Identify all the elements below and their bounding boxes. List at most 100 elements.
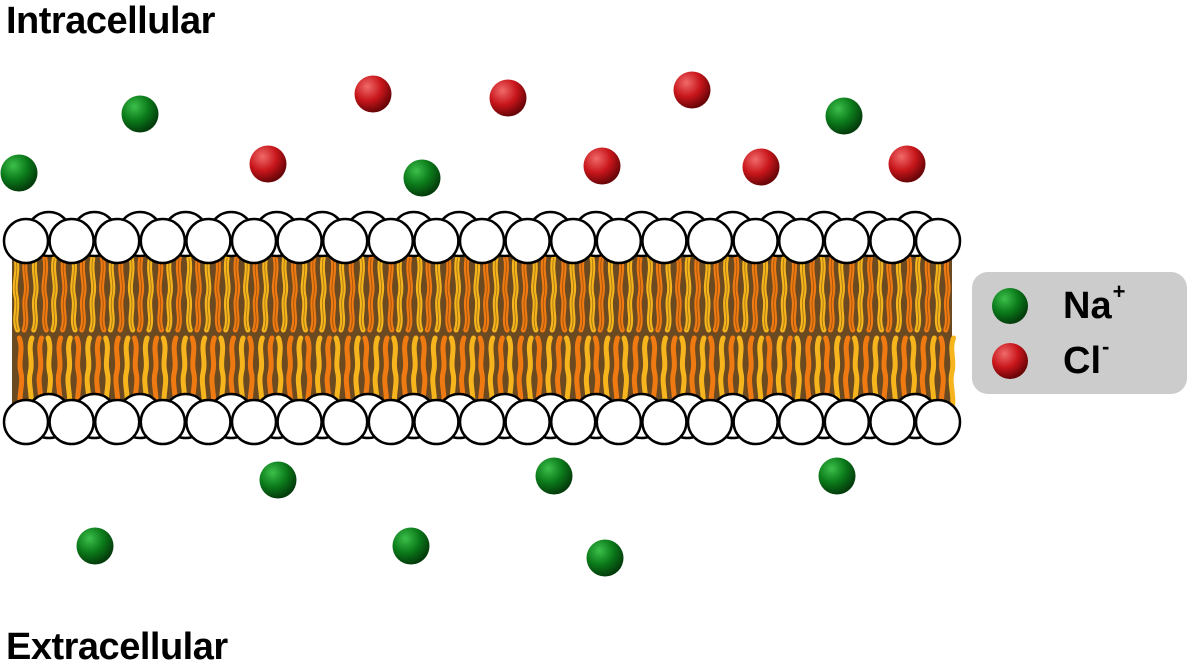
upper-lipid-tail [41, 255, 49, 333]
upper-lipid-tail [607, 255, 615, 333]
lower-lipid-tail [16, 335, 25, 413]
upper-lipid-tail [540, 255, 548, 333]
upper-lipid-tail [905, 255, 913, 333]
tail-outline [436, 257, 440, 331]
tail-outline [782, 257, 786, 331]
tail-outline [263, 257, 267, 331]
lower-lipid-tail [660, 335, 668, 413]
upper-lipid-tail [376, 255, 385, 333]
lower-lipid-tail [477, 335, 485, 413]
upper-lipid-tail [21, 255, 29, 333]
upper-lipid-tail [194, 255, 202, 333]
upper-lipid-tail [243, 255, 251, 333]
tail-outline [350, 257, 354, 331]
lower-lipid-tail [564, 335, 572, 413]
lower-lipid-tail [747, 335, 755, 413]
tail-outline [245, 257, 249, 331]
lower-lipid-tail [151, 335, 160, 413]
upper-lipid-tail [770, 255, 778, 333]
lower-lipid-tail [430, 335, 438, 413]
tail-outline [638, 257, 642, 331]
upper-lipid-tail [136, 255, 145, 333]
upper-lipid-tail [232, 255, 241, 333]
lipid-head [2, 398, 50, 446]
tail-outline [72, 257, 76, 331]
upper-lipid-tail [60, 255, 68, 333]
lipid-head [139, 217, 187, 265]
tail-outline [522, 257, 527, 331]
tail-outline [734, 257, 738, 331]
upper-lipid-tail [358, 255, 366, 333]
chloride-charge: - [1102, 334, 1110, 359]
legend-label-chloride: Cl- [1063, 336, 1109, 381]
lower-lipid-tail [929, 335, 937, 413]
tail-outline [533, 257, 537, 331]
upper-lipid-tail [617, 255, 625, 333]
lipid-head [504, 217, 551, 265]
upper-lipid-tail [751, 255, 759, 333]
tail-outline [446, 257, 450, 331]
lower-lipid-tail [708, 335, 716, 413]
upper-lipid-tail [252, 255, 260, 333]
lipid-head [686, 217, 734, 265]
tail-outline [465, 257, 469, 331]
upper-lipid-tail [117, 255, 125, 333]
upper-lipid-tail [338, 255, 346, 333]
tail-outline [926, 257, 930, 331]
tail-outline [657, 257, 661, 331]
lipid-head [823, 398, 871, 446]
lower-lipid-tail [343, 335, 352, 413]
lower-lipid-tail [257, 335, 265, 413]
upper-lipid-tail [146, 255, 154, 333]
lipid-head [914, 217, 962, 265]
lower-lipid-tail [209, 335, 217, 413]
lipid-head [641, 398, 688, 446]
tail-outline [570, 257, 575, 331]
lipid-head [413, 398, 460, 446]
tail-outline [273, 257, 278, 331]
tail-outline [887, 257, 891, 331]
tail-outline [234, 257, 239, 331]
sodium-ion [121, 95, 159, 133]
tail-outline [196, 257, 200, 331]
lipid-bilayer [2, 210, 962, 446]
tail-outline [504, 257, 508, 331]
upper-lipid-tail [761, 255, 769, 333]
upper-lipid-tail [559, 255, 568, 333]
tail-outline [801, 257, 805, 331]
lower-lipid-tail [891, 335, 899, 413]
lower-lipid-tail [621, 335, 629, 413]
upper-lipid-tail [175, 255, 183, 333]
tail-outline [369, 257, 373, 331]
lower-lipid-tail [199, 335, 208, 413]
upper-lipid-tail [261, 255, 269, 333]
upper-lipid-tail [165, 255, 173, 333]
tail-outline [216, 257, 220, 331]
lipid-head [2, 217, 50, 265]
tail-outline [110, 257, 114, 331]
upper-lipid-tail [646, 255, 654, 333]
tail-outline [398, 257, 402, 331]
lower-lipid-tail [516, 335, 524, 413]
tail-outline [167, 257, 171, 331]
upper-lipid-tail [876, 255, 884, 333]
tail-outline [389, 257, 393, 331]
tail-outline [609, 257, 613, 331]
upper-lipid-tail [597, 255, 605, 333]
upper-lipid-tail [732, 255, 740, 333]
tail-outline [138, 257, 143, 331]
tail-outline [407, 257, 411, 331]
lipid-head [869, 398, 916, 446]
upper-lipid-tail [463, 255, 471, 333]
lipid-head [367, 398, 415, 446]
upper-lipid-tail [31, 255, 39, 333]
upper-lipid-tail [847, 255, 856, 333]
upper-lipid-tail [387, 255, 395, 333]
tail-outline [148, 257, 152, 331]
upper-lipid-tail [415, 255, 424, 333]
tail-outline [282, 257, 287, 331]
tail-outline [763, 257, 767, 331]
upper-lipid-tail [828, 255, 836, 333]
upper-lipid-tail [636, 255, 644, 333]
upper-lipid-tail [531, 255, 539, 333]
